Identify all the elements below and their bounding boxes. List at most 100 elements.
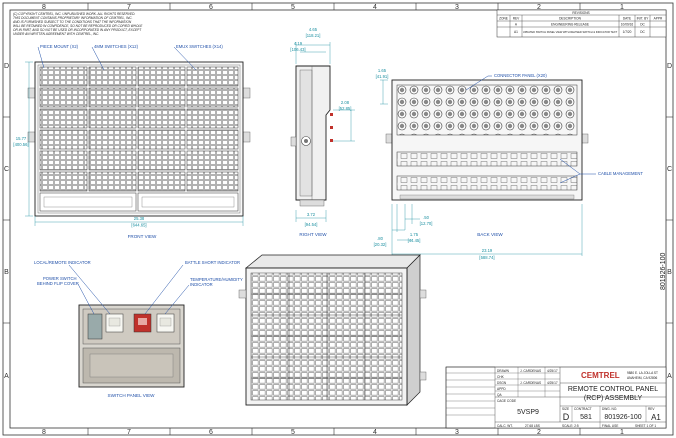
back-width-mm: [588.74]	[479, 255, 494, 260]
zone-bot-7: 7	[127, 429, 131, 436]
rev-row1-rev: A	[515, 23, 518, 27]
tb-calc-wt: CALC. WT.	[497, 424, 513, 428]
switch-panel-label: SWITCH PANEL VIEW	[108, 393, 156, 398]
rev-header-date: DATE	[623, 17, 631, 21]
callout-temp-1: TEMPERATURE/HUMIDITY	[190, 277, 243, 282]
back-view: CONNECTOR PANEL (X20) CABLE MANAGEMENT 1…	[374, 68, 644, 260]
right-top-b-dim: 4.19	[294, 41, 303, 46]
tb-rev: A1	[651, 413, 661, 422]
tb-contract: 581	[580, 414, 592, 421]
zone-top-8: 8	[42, 4, 46, 11]
zone-top-7: 7	[127, 4, 131, 11]
rev-header-init: INIT. BY	[637, 17, 650, 21]
zone-bot-2: 2	[537, 429, 541, 436]
right-mid-dim: 2.08	[341, 100, 350, 105]
right-bottom-mm: [94.54]	[305, 222, 318, 227]
tb-title-2: (RCP) ASSEMBLY	[584, 395, 643, 402]
rev-header-appr: APPR	[654, 17, 663, 21]
back-b-mm: [20.32]	[374, 242, 387, 247]
zone-top-3: 3	[455, 4, 459, 11]
tb-cage-label: CAGE CODE	[497, 399, 516, 403]
callout-connector-panel: CONNECTOR PANEL (X20)	[494, 73, 547, 78]
zone-bot-5: 5	[291, 429, 295, 436]
zone-left-B: B	[4, 269, 9, 276]
front-width-mm: [644.65]	[131, 223, 146, 228]
tb-dwg-no: 801926-100	[604, 414, 641, 421]
svg-text:UNDER AN WRITTEN AGREEMENT WIT: UNDER AN WRITTEN AGREEMENT WITH CEMTREL,…	[13, 32, 99, 36]
tb-rev-label: REV	[648, 407, 655, 411]
right-bottom-dim: 3.72	[307, 212, 316, 217]
zone-labels: 8 7 6 5 4 3 2 1 8 7 6 5 4 3 2 1 D C B A …	[4, 4, 672, 436]
zone-bot-6: 6	[209, 429, 213, 436]
tb-address-1: 9880 E. LA JOLLA ST	[627, 371, 658, 375]
isometric-view	[238, 254, 427, 406]
tb-logo: CEMTREL	[581, 371, 620, 380]
rev-row2-rev: A1	[514, 30, 518, 34]
rev-header-rev: REV	[513, 17, 520, 21]
zone-top-6: 6	[209, 4, 213, 11]
front-view-label: FRONT VIEW	[128, 234, 157, 239]
zone-bot-3: 3	[455, 429, 459, 436]
tb-dwg-label: DWG. NO.	[602, 407, 617, 411]
svg-text:WILL BE RETAINED IN CONFIDENCE: WILL BE RETAINED IN CONFIDENCE, SO NOT B…	[13, 24, 143, 28]
zone-top-5: 5	[291, 4, 295, 11]
rev-row1-init: DC	[640, 23, 645, 27]
callout-temp-2: INDICATOR	[190, 282, 213, 287]
back-c-dim: 1.75	[410, 232, 419, 237]
right-top-b-mm: [106.43]	[290, 47, 305, 52]
tb-drawn-date: 4/25/17	[547, 369, 558, 373]
copyright-notice: (C) COPYRIGHT CEMTREL, INC. UNPUBLISHED …	[12, 12, 143, 36]
right-top-a-mm: [118.21]	[306, 33, 321, 38]
revisions-table: REVISIONS ZONE REV DESCRIPTION DATE INIT…	[496, 9, 667, 38]
switch-panel-view: LOCAL/REMOTE INDICATOR BATTLE SHORT INDI…	[34, 260, 243, 398]
front-height-mm: [400.56]	[13, 142, 28, 147]
zone-left-C: C	[4, 166, 9, 173]
back-a-mm: [12.70]	[420, 221, 433, 226]
back-width-dim: 23.19	[482, 248, 493, 253]
tb-contract-label: CONTRACT	[574, 407, 592, 411]
callout-local-remote: LOCAL/REMOTE INDICATOR	[34, 260, 91, 265]
right-view-label: RIGHT VIEW	[299, 232, 327, 237]
rev-row2-desc: UPDATED SWITCH PANEL VIEW WITH REVISED S…	[523, 30, 618, 34]
zone-right-B: B	[667, 269, 672, 276]
back-top-dim: 1.65	[378, 68, 387, 73]
svg-text:AND IS FURNISHED SUBJECT TO TH: AND IS FURNISHED SUBJECT TO THE CONDITIO…	[12, 20, 132, 24]
zone-top-1: 1	[620, 4, 624, 11]
title-block: DRAWN J. CARDENAS 4/25/17 CHK DSGN J. CA…	[445, 366, 667, 429]
revisions-title: REVISIONS	[572, 11, 589, 15]
back-b-dim: .80	[377, 236, 383, 241]
tb-cage-code: 5VSP9	[517, 409, 539, 416]
rev-row2-date: 1/7/20	[623, 30, 632, 34]
zone-right-A: A	[667, 373, 672, 380]
side-stamp: 801926-100	[660, 253, 667, 290]
back-a-dim: .50	[423, 215, 429, 220]
back-view-label: BACK VIEW	[477, 232, 503, 237]
tb-size-label: SIZE	[562, 407, 569, 411]
callout-piece-mount: PIECE MOUNT (X2)	[40, 44, 79, 49]
tb-wt-value: 27.68 LBS	[525, 424, 540, 428]
callout-emux-switches: EMUX SWITCHES (X14)	[176, 44, 223, 49]
svg-text:(C) COPYRIGHT CEMTREL, INC. UN: (C) COPYRIGHT CEMTREL, INC. UNPUBLISHED …	[13, 12, 135, 16]
zone-bot-4: 4	[373, 429, 377, 436]
back-top-mm: [41.91]	[376, 74, 389, 79]
tb-title-1: REMOTE CONTROL PANEL	[568, 386, 658, 393]
right-mid-mm: [52.85]	[339, 106, 352, 111]
callout-power-switch-2: BEHIND FLIP COVER	[37, 281, 79, 286]
svg-text:OR IN PART, AND SO NOT BE USED: OR IN PART, AND SO NOT BE USED OR INCORP…	[13, 28, 142, 32]
rev-row1-desc: ENGINEERING RELEASE	[551, 23, 589, 27]
front-view: PIECE MOUNT (X2) 4MM SWITCHES (X12) EMUX…	[13, 44, 251, 239]
tb-final-use: FINAL USE	[602, 424, 618, 428]
tb-chk-label: CHK	[497, 375, 505, 379]
rev-row1-date: 10/09/16	[621, 23, 634, 27]
tb-design-date: 4/25/17	[547, 381, 558, 385]
zone-left-D: D	[4, 63, 9, 70]
front-switch-modules	[39, 66, 239, 212]
callout-battle-short: BATTLE SHORT INDICATOR	[185, 260, 240, 265]
tb-design-by: J. CARDENAS	[520, 381, 541, 385]
zone-top-4: 4	[373, 4, 377, 11]
rev-header-desc: DESCRIPTION	[559, 17, 581, 21]
right-top-a-dim: 4.65	[309, 27, 318, 32]
svg-text:THIS DOCUMENT CONTAINS PROPRIE: THIS DOCUMENT CONTAINS PROPRIETARY INFOR…	[13, 16, 133, 20]
